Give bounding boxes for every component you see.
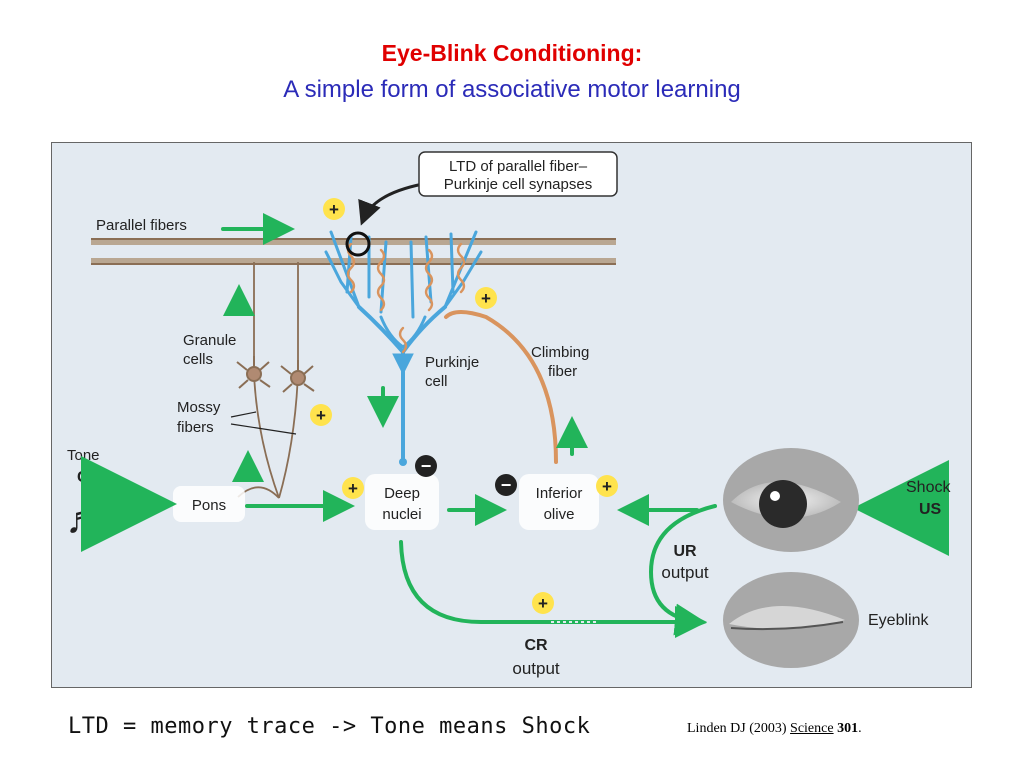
open-eye-icon [723,448,859,552]
plus-badge: + [596,475,618,497]
cr-output-label-2: output [512,659,560,678]
svg-text:−: − [421,456,432,476]
cr-output-label-1: CR [524,637,548,654]
climbing-fiber-label-1: Climbing [531,344,589,361]
parallel-fibers-label: Parallel fibers [96,217,187,234]
minus-badge: − [495,474,517,496]
music-note-icon: ♬ [65,497,105,541]
cerebellar-circuit-diagram: LTD of parallel fiber– Purkinje cell syn… [51,142,972,688]
citation-volume: 301 [837,721,859,736]
mossy-fibers-label-1: Mossy [177,399,221,416]
svg-text:+: + [348,479,358,498]
svg-text:+: + [538,594,548,613]
granule-cells-label-2: cells [183,351,213,368]
deep-nuclei-node: Deep nuclei [365,474,439,530]
eyeblink-label: Eyeblink [868,612,929,629]
svg-text:+: + [602,477,612,496]
minus-badge: − [415,455,437,477]
plus-badge: + [532,592,554,614]
citation-end: . [858,721,862,736]
inferior-olive-node: Inferior olive [519,474,599,530]
ur-output-label-1: UR [673,543,697,560]
svg-text:+: + [316,406,326,425]
pons-label: Pons [192,497,226,514]
plus-badge: + [475,287,497,309]
citation: Linden DJ (2003) Science 301. [687,721,862,737]
ltd-callout-line-1: LTD of parallel fiber– [449,158,588,175]
cr-output-arrow [399,540,707,638]
climbing-fiber [346,242,558,464]
mossy-fibers-leader [230,411,297,435]
shock-label: Shock [906,479,951,496]
cs-label: CS [77,469,100,486]
ltd-synapse-marker [345,231,371,257]
deep-nuclei-label-2: nuclei [382,506,421,523]
slide-title: Eye-Blink Conditioning: [381,40,643,66]
svg-text:+: + [329,200,339,219]
deep-nuclei-label-1: Deep [384,485,420,502]
ltd-callout-line-2: Purkinje cell synapses [444,176,592,193]
citation-authors: Linden DJ (2003) [687,721,787,736]
purkinje-cell-label-2: cell [425,373,448,390]
ltd-callout: LTD of parallel fiber– Purkinje cell syn… [358,151,618,226]
granule-cell-2 [280,360,315,393]
ur-to-eyeblink-arrow [648,504,717,636]
granule-cells-label-1: Granule [183,332,236,349]
inferior-olive-label-1: Inferior [536,485,583,502]
slide-subtitle: A simple form of associative motor learn… [283,76,741,103]
ur-output-label-2: output [661,563,709,582]
pons-node: Pons [173,486,245,522]
plus-badge: + [342,477,364,499]
inferior-olive-label-2: olive [544,506,575,523]
svg-text:−: − [501,475,512,495]
svg-text:+: + [481,289,491,308]
mossy-fibers-label-2: fibers [177,419,214,436]
purkinje-cell-label-1: Purkinje [425,354,479,371]
plus-badge: + [323,198,345,220]
signal-arrows [81,213,949,638]
blinking-eye-icon [723,572,859,668]
citation-journal: Science [790,721,834,736]
slide-caption: LTD = memory trace -> Tone means Shock [68,714,591,739]
climbing-fiber-label-2: fiber [548,363,577,380]
us-label: US [919,501,942,518]
plus-badge: + [310,404,332,426]
tone-label: Tone [67,447,100,464]
granule-cell-1 [236,356,271,389]
